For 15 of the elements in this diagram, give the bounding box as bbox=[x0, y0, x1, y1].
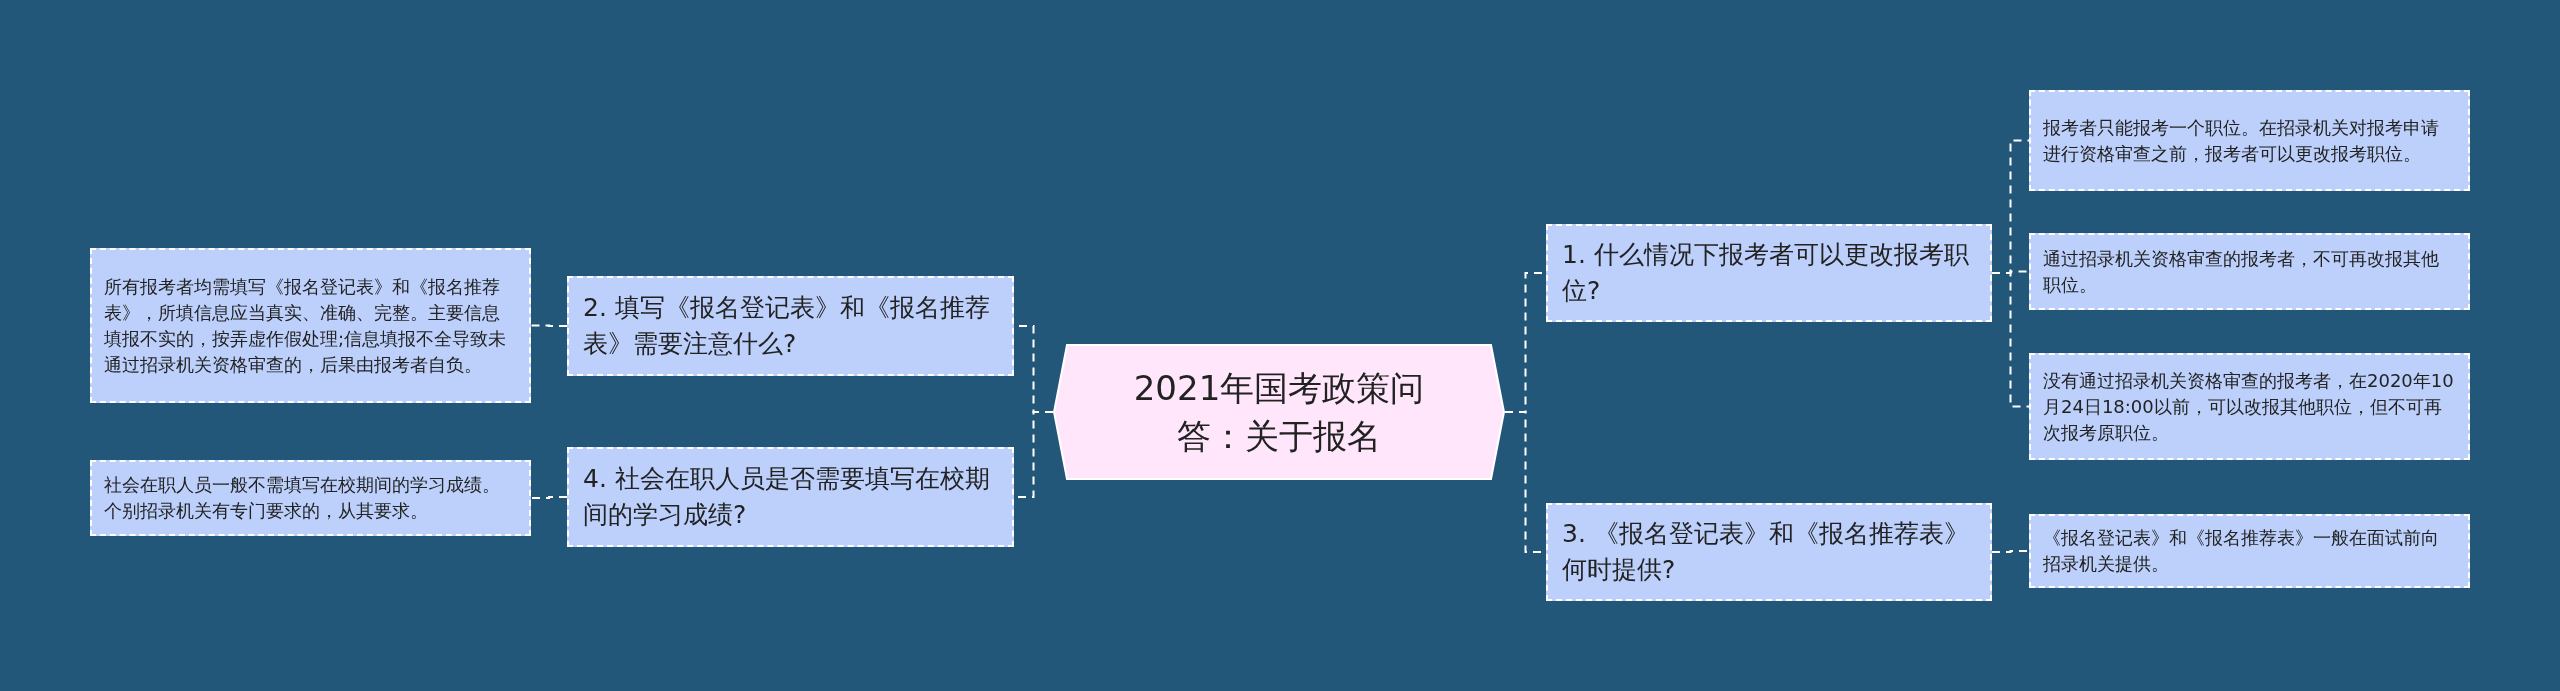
connector-line bbox=[530, 324, 568, 327]
question-box: 4. 社会在职人员是否需要填写在校期间的学习成绩? bbox=[567, 447, 1014, 547]
connector-line bbox=[1991, 272, 2030, 408]
answer-box: 社会在职人员一般不需填写在校期间的学习成绩。个别招录机关有专门要求的，从其要求。 bbox=[90, 460, 531, 536]
connector-line bbox=[1991, 550, 2030, 553]
answer-box: 所有报考者均需填写《报名登记表》和《报名推荐表》，所填信息应当真实、准确、完整。主要信息填报不实的，按弄虚作假处理;信息填报不全导致未通过招录机关资格审查的，后果由报考者自负。 bbox=[90, 248, 531, 403]
connector-line bbox=[530, 496, 568, 499]
question-box: 1. 什么情况下报考者可以更改报考职位? bbox=[1546, 224, 1992, 322]
answer-box: 通过招录机关资格审查的报考者，不可再改报其他职位。 bbox=[2029, 233, 2470, 310]
answer-box: 《报名登记表》和《报名推荐表》一般在面试前向招录机关提供。 bbox=[2029, 514, 2470, 588]
topic-text: 2021年国考政策问答：关于报名 bbox=[1132, 367, 1426, 458]
answer-box: 没有通过招录机关资格审查的报考者，在2020年10月24日18:00以前，可以改报其他职位，但不可再次报考原职位。 bbox=[2029, 353, 2470, 460]
answer-box: 报考者只能报考一个职位。在招录机关对报考申请进行资格审查之前，报考者可以更改报考职位。 bbox=[2029, 90, 2470, 191]
question-box: 2. 填写《报名登记表》和《报名推荐表》需要注意什么? bbox=[567, 276, 1014, 376]
question-box: 3. 《报名登记表》和《报名推荐表》何时提供? bbox=[1546, 503, 1992, 601]
